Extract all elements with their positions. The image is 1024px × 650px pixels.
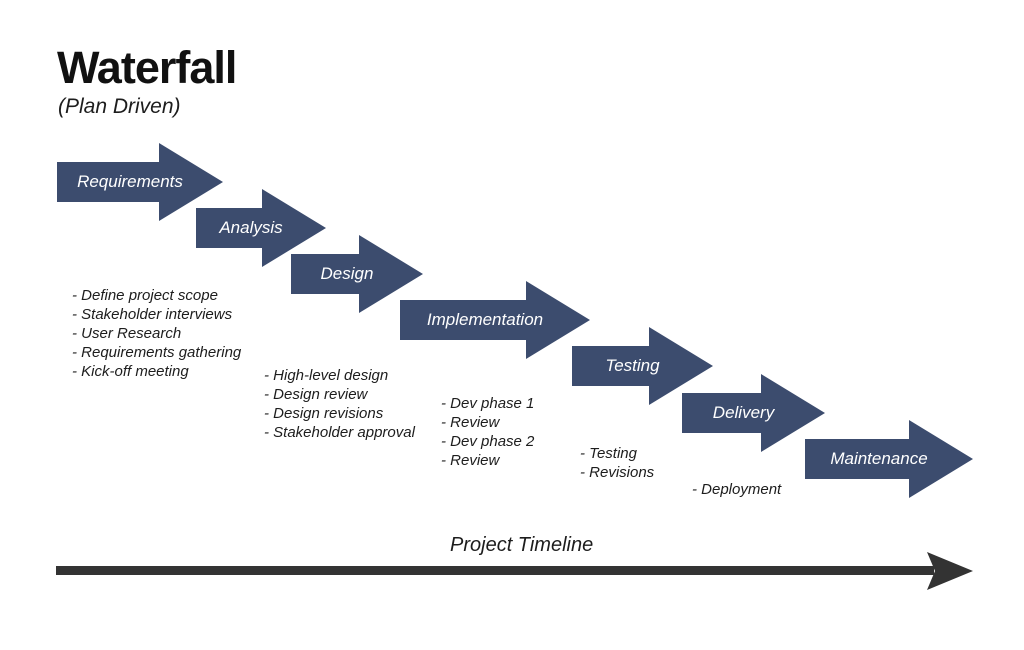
page-title: Waterfall: [57, 42, 237, 93]
phase-arrow-requirements: [57, 143, 223, 221]
task-item: - Review: [441, 452, 500, 469]
task-item: - Stakeholder approval: [264, 424, 415, 441]
timeline-arrowhead-icon: [927, 552, 973, 590]
task-item: - Dev phase 2: [441, 433, 535, 450]
phase-arrow-implementation: [400, 281, 590, 359]
page-subtitle: (Plan Driven): [58, 95, 181, 118]
task-item: - Define project scope: [72, 287, 218, 304]
task-item: - Deployment: [692, 481, 782, 498]
phase-task-list: - High-level design - Design review - Desi…: [264, 366, 415, 442]
task-item: - High-level design: [264, 367, 389, 384]
task-item: - Dev phase 1: [441, 395, 535, 412]
task-item: - Design revisions: [264, 405, 384, 422]
task-item: - Testing: [580, 445, 637, 462]
phase-arrow-design: [291, 235, 423, 313]
phase-task-list: - Deployment: [692, 480, 781, 499]
phase-arrow-delivery: [682, 374, 825, 452]
task-item: - Requirements gathering: [72, 344, 242, 361]
task-item: - Stakeholder interviews: [72, 306, 233, 323]
task-item: - Review: [441, 414, 500, 431]
timeline-line: [56, 566, 934, 575]
timeline-label: Project Timeline: [450, 534, 594, 556]
task-item: - Kick-off meeting: [72, 363, 189, 380]
task-item: - User Research: [72, 325, 182, 342]
phase-arrow-testing: [572, 327, 713, 405]
phase-arrow-analysis: [196, 189, 326, 267]
phase-task-list: - Dev phase 1 - Review - Dev phase 2 - Revi…: [441, 394, 534, 470]
phase-arrow-maintenance: [805, 420, 973, 498]
phase-task-list: - Testing - Revisions: [580, 444, 654, 482]
task-item: - Design review: [264, 386, 368, 403]
phase-task-list: - Define project scope - Stakeholder inte…: [72, 286, 241, 381]
task-item: - Revisions: [580, 464, 655, 481]
